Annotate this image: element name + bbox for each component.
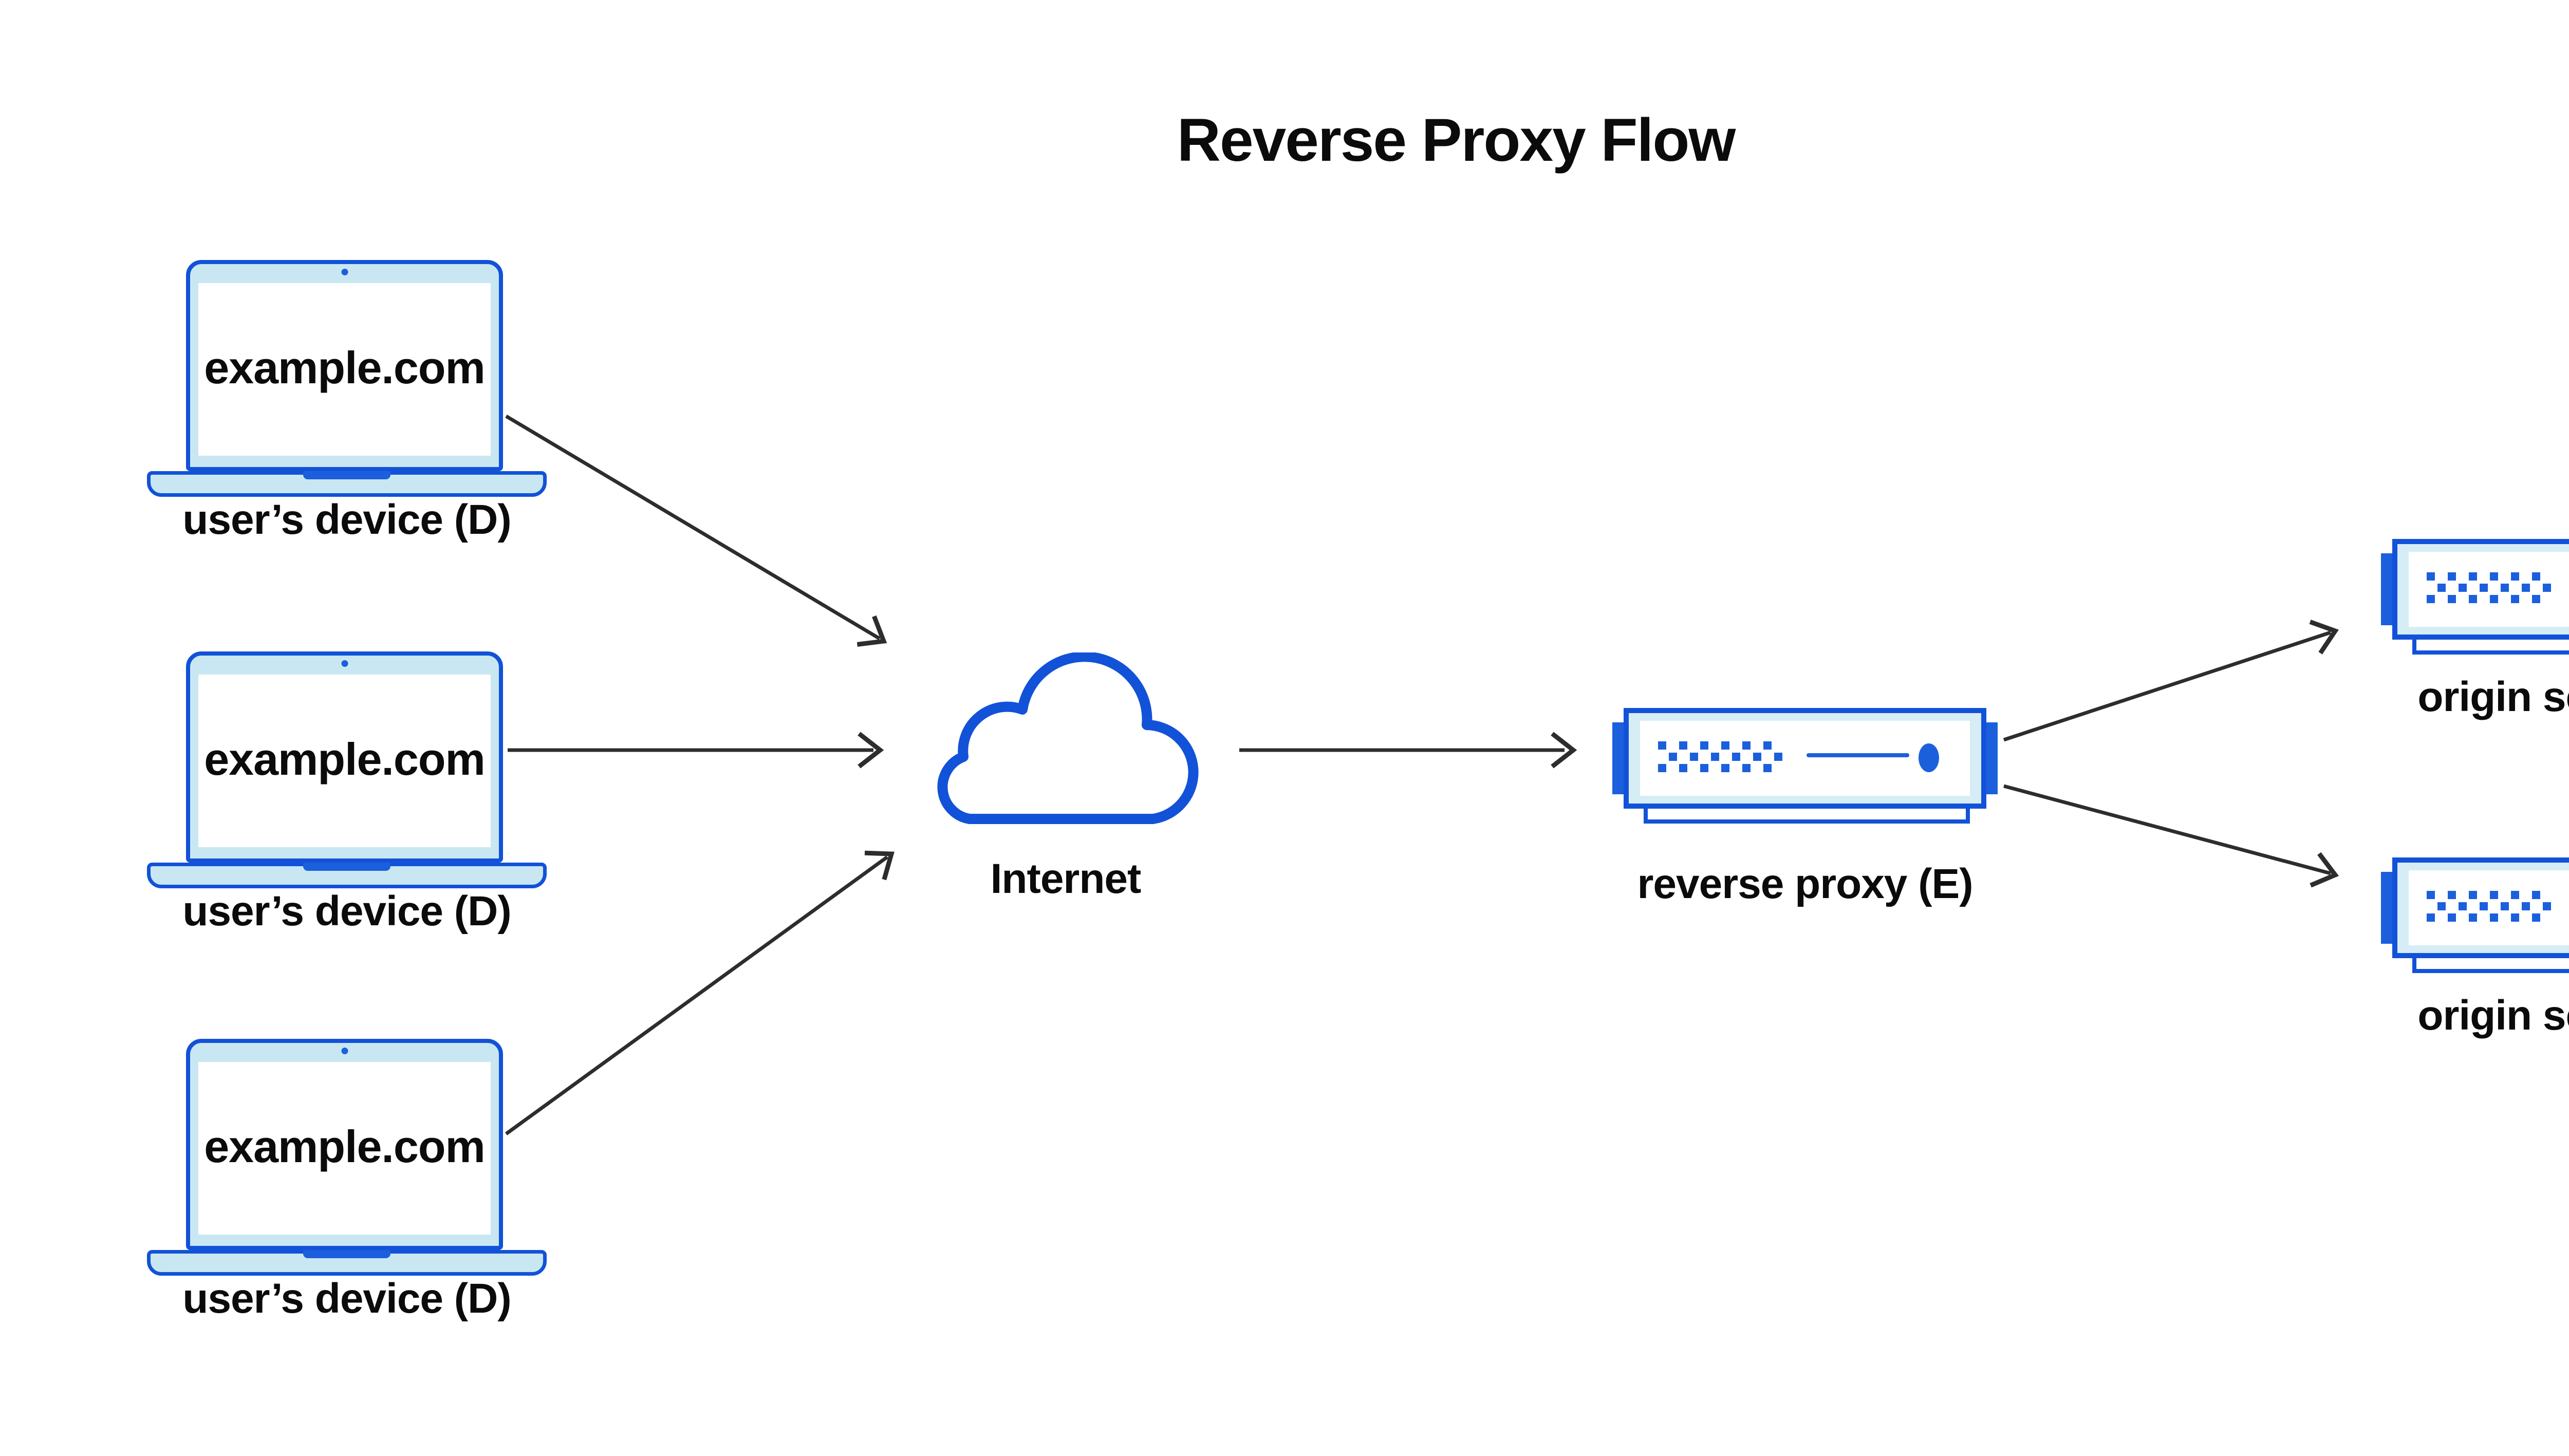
page-title: Reverse Proxy Flow (1177, 106, 1736, 174)
laptop-notch (303, 863, 390, 871)
origin-server-2-label: origin server (F) (2417, 992, 2569, 1039)
device-label: user’s device (D) (182, 496, 511, 543)
internet-label: Internet (990, 855, 1142, 902)
device-screen-text: example.com (204, 734, 486, 785)
laptop-screen (198, 1062, 491, 1235)
device-label: user’s device (D) (182, 888, 511, 935)
laptop-screen (198, 283, 491, 456)
device-screen-text: example.com (204, 342, 486, 393)
camera-dot-icon (341, 1048, 348, 1054)
laptop-bezel: example.com (186, 1039, 503, 1250)
reverse-proxy-label: reverse proxy (E) (1637, 861, 1973, 907)
laptop-screen (198, 675, 491, 847)
camera-dot-icon (341, 660, 348, 667)
origin-server-1-label: origin server (F) (2417, 674, 2569, 720)
laptop-notch (303, 471, 390, 479)
device-label: user’s device (D) (182, 1275, 511, 1322)
laptop-bezel: example.com (186, 651, 503, 863)
arrow-proxy-to-origin1 (2003, 620, 2339, 742)
user-device-3: example.com user’s device (D) (147, 1039, 547, 1368)
laptop-bezel: example.com (186, 260, 503, 471)
arrow-proxy-to-origin2 (2003, 784, 2339, 888)
device-screen-text: example.com (204, 1121, 486, 1172)
arrow-device1-to-internet (505, 414, 887, 647)
laptop-base (147, 471, 547, 497)
user-device-1: example.com user’s device (D) (147, 260, 547, 589)
user-device-2: example.com user’s device (D) (147, 651, 547, 980)
laptop-base (147, 863, 547, 888)
laptop-notch (303, 1250, 390, 1258)
arrow-internet-to-proxy (1239, 732, 1577, 769)
laptop-base (147, 1250, 547, 1276)
arrow-device3-to-internet (505, 850, 895, 1135)
camera-dot-icon (341, 269, 348, 275)
arrow-device2-to-internet (508, 732, 884, 769)
